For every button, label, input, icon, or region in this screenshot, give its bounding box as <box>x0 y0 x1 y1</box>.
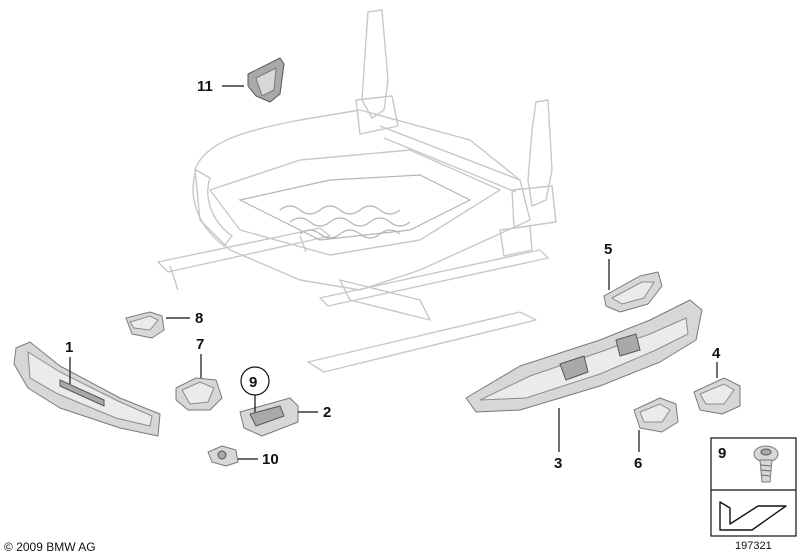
callout-8: 8 <box>166 310 203 327</box>
callout-1: 1 <box>65 339 73 384</box>
callout-9: 9 <box>240 366 270 412</box>
part-2-bracket <box>239 397 299 437</box>
part-1-side-trim-left <box>13 341 161 437</box>
callout-label-5: 5 <box>604 241 612 258</box>
part-11-bracket <box>247 57 285 103</box>
part-6-knob <box>633 397 679 433</box>
callout-4: 4 <box>712 345 721 378</box>
callout-label-6: 6 <box>634 455 642 472</box>
callout-label-8: 8 <box>195 310 203 327</box>
part-10-clip <box>207 445 239 467</box>
inset-box: 9 <box>710 437 797 537</box>
seat-frame-illustration <box>157 9 557 373</box>
callout-7: 7 <box>196 336 204 378</box>
copyright-text: © 2009 BMW AG <box>4 540 96 554</box>
callout-label-11: 11 <box>197 78 213 95</box>
front-arrow-icon <box>719 501 787 531</box>
callout-label-1: 1 <box>65 339 73 356</box>
callout-label-10: 10 <box>262 451 279 468</box>
diagram-number: 197321 <box>735 540 772 552</box>
callout-11: 11 <box>197 78 244 95</box>
callout-label-4: 4 <box>712 345 721 362</box>
callout-label-3: 3 <box>554 455 562 472</box>
callout-10: 10 <box>238 451 279 468</box>
part-4-knob <box>693 377 741 415</box>
part-7-cover <box>175 377 223 411</box>
callout-5: 5 <box>604 241 612 290</box>
callout-label-2: 2 <box>323 404 331 421</box>
callout-label-9: 9 <box>249 374 257 391</box>
inset-label-9: 9 <box>718 445 726 462</box>
part-3-side-trim-right <box>465 299 703 413</box>
part-5-cover <box>603 271 663 313</box>
part-8-cap <box>125 311 165 339</box>
callout-3: 3 <box>554 408 562 472</box>
screw-icon <box>753 445 779 483</box>
callout-6: 6 <box>634 430 642 472</box>
callout-label-7: 7 <box>196 336 204 353</box>
callout-2: 2 <box>298 404 331 421</box>
